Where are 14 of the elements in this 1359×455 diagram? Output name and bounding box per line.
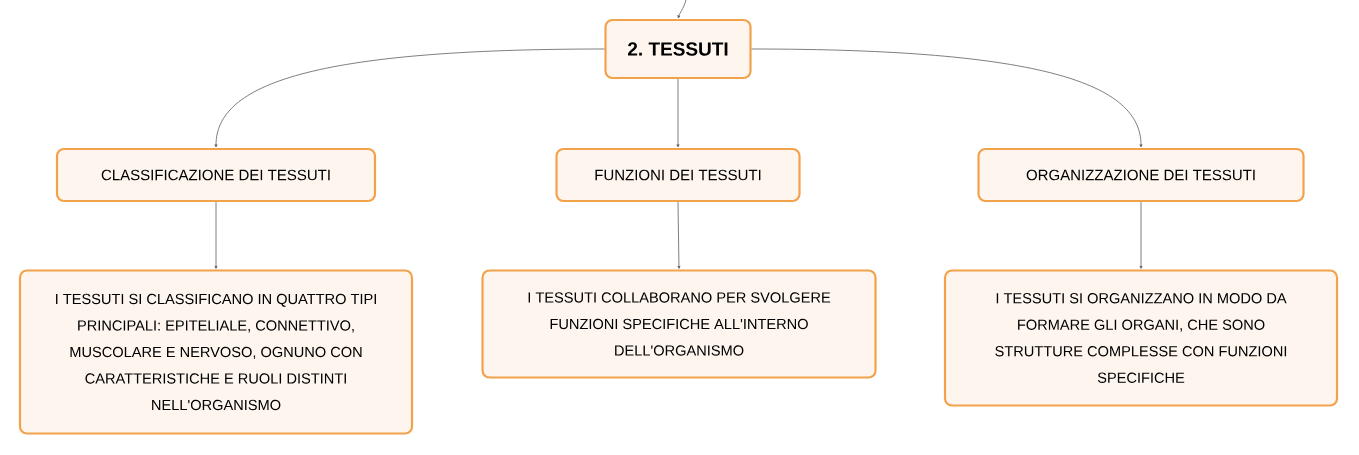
arrow — [214, 48, 605, 148]
topic-box: 2. TESSUTI — [604, 18, 752, 80]
arrow — [214, 201, 218, 269]
arrow — [677, 201, 681, 269]
arrow — [676, 78, 680, 148]
subtopic-box: CLASSIFICAZIONE DEI TESSUTI — [55, 147, 377, 203]
description-box: I TESSUTI COLLABORANO PER SVOLGERE FUNZIONI SPECIFICHE ALL'INTERNO DELL'ORGANISMO — [481, 269, 877, 379]
arrow — [677, 0, 687, 19]
description-box: I TESSUTI SI ORGANIZZANO IN MODO DA FORMARE GLI ORGANI, CHE SONO STRUTTURE COMPLESSE CON FUNZIONI SPECIFICHE — [943, 269, 1339, 407]
description-box: I TESSUTI SI CLASSIFICANO IN QUATTRO TIPI PRINCIPALI: EPITELIALE, CONNETTIVO, MUSCOLARE E NERVOSO, OGNUNO CON CARATTERISTICHE E RUOLI DISTINTI NELL'ORGANISMO — [18, 269, 414, 435]
subtopic-box: ORGANIZZAZIONE DEI TESSUTI — [977, 147, 1305, 203]
arrow — [1139, 201, 1143, 269]
arrow — [751, 48, 1143, 148]
subtopic-box: FUNZIONI DEI TESSUTI — [555, 147, 801, 203]
